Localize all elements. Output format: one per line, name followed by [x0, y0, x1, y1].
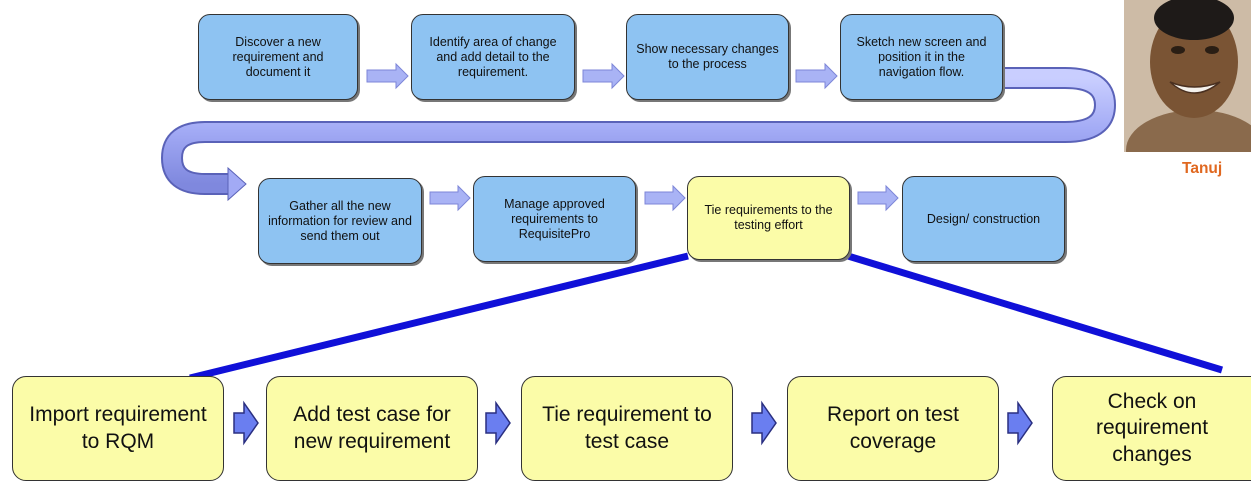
step-discover-requirement: Discover a new requirement and document …: [198, 14, 358, 100]
step-tie-requirement-to-test-case: Tie requirement to test case: [521, 376, 733, 481]
step-label: Sketch new screen and position it in the…: [856, 34, 987, 79]
flow-arrow-icon: [751, 400, 777, 446]
step-label: Report on test coverage: [827, 403, 959, 453]
step-label: Import requirement to RQM: [29, 403, 207, 453]
step-identify-area-of-change: Identify area of change and add detail t…: [411, 14, 575, 100]
flow-arrow-icon: [582, 62, 625, 90]
step-show-process-changes: Show necessary changes to the process: [626, 14, 789, 100]
step-design-construction: Design/ construction: [902, 176, 1065, 262]
step-label: Design/ construction: [926, 211, 1041, 226]
flow-arrow-icon: [857, 184, 899, 212]
step-sketch-new-screen: Sketch new screen and position it in the…: [840, 14, 1003, 100]
flow-arrow-icon: [644, 184, 686, 212]
step-check-requirement-changes: Check on requirement changes: [1052, 376, 1251, 481]
person-portrait-icon: [1124, 0, 1251, 152]
step-label: Show necessary changes to the process: [636, 42, 779, 71]
step-import-requirement-to-rqm: Import requirement to RQM: [12, 376, 224, 481]
flow-arrow-icon: [795, 62, 838, 90]
step-gather-information: Gather all the new information for revie…: [258, 178, 422, 264]
person-name: Tanuj: [1182, 160, 1223, 177]
step-manage-approved-requirements: Manage approved requirements to Requisit…: [473, 176, 636, 262]
flow-arrow-icon: [366, 62, 409, 90]
person-photo: [1124, 0, 1251, 152]
step-label: Tie requirements to the testing effort: [704, 203, 833, 232]
step-tie-requirements-to-testing: Tie requirements to the testing effort: [687, 176, 850, 260]
middle-arrows: [429, 184, 899, 212]
u-turn-arrowhead: [227, 166, 247, 202]
top-arrows: [366, 62, 838, 90]
step-report-on-test-coverage: Report on test coverage: [787, 376, 999, 481]
step-add-test-case: Add test case for new requirement: [266, 376, 478, 481]
flow-arrow-icon: [485, 400, 511, 446]
step-label: Tie requirement to test case: [542, 403, 712, 453]
step-label: Gather all the new information for revie…: [268, 198, 412, 243]
connector-line-right: [846, 252, 1224, 374]
bottom-arrows: [233, 400, 1033, 446]
flow-arrow-icon: [1007, 400, 1033, 446]
flow-arrow-icon: [233, 400, 259, 446]
step-label: Check on requirement changes: [1095, 390, 1209, 466]
step-label: Manage approved requirements to Requisit…: [504, 196, 605, 241]
step-label: Discover a new requirement and document …: [232, 34, 324, 79]
step-label: Identify area of change and add detail t…: [429, 34, 557, 79]
connector-line-left: [189, 252, 689, 382]
step-label: Add test case for new requirement: [293, 403, 451, 453]
flow-arrow-icon: [429, 184, 471, 212]
